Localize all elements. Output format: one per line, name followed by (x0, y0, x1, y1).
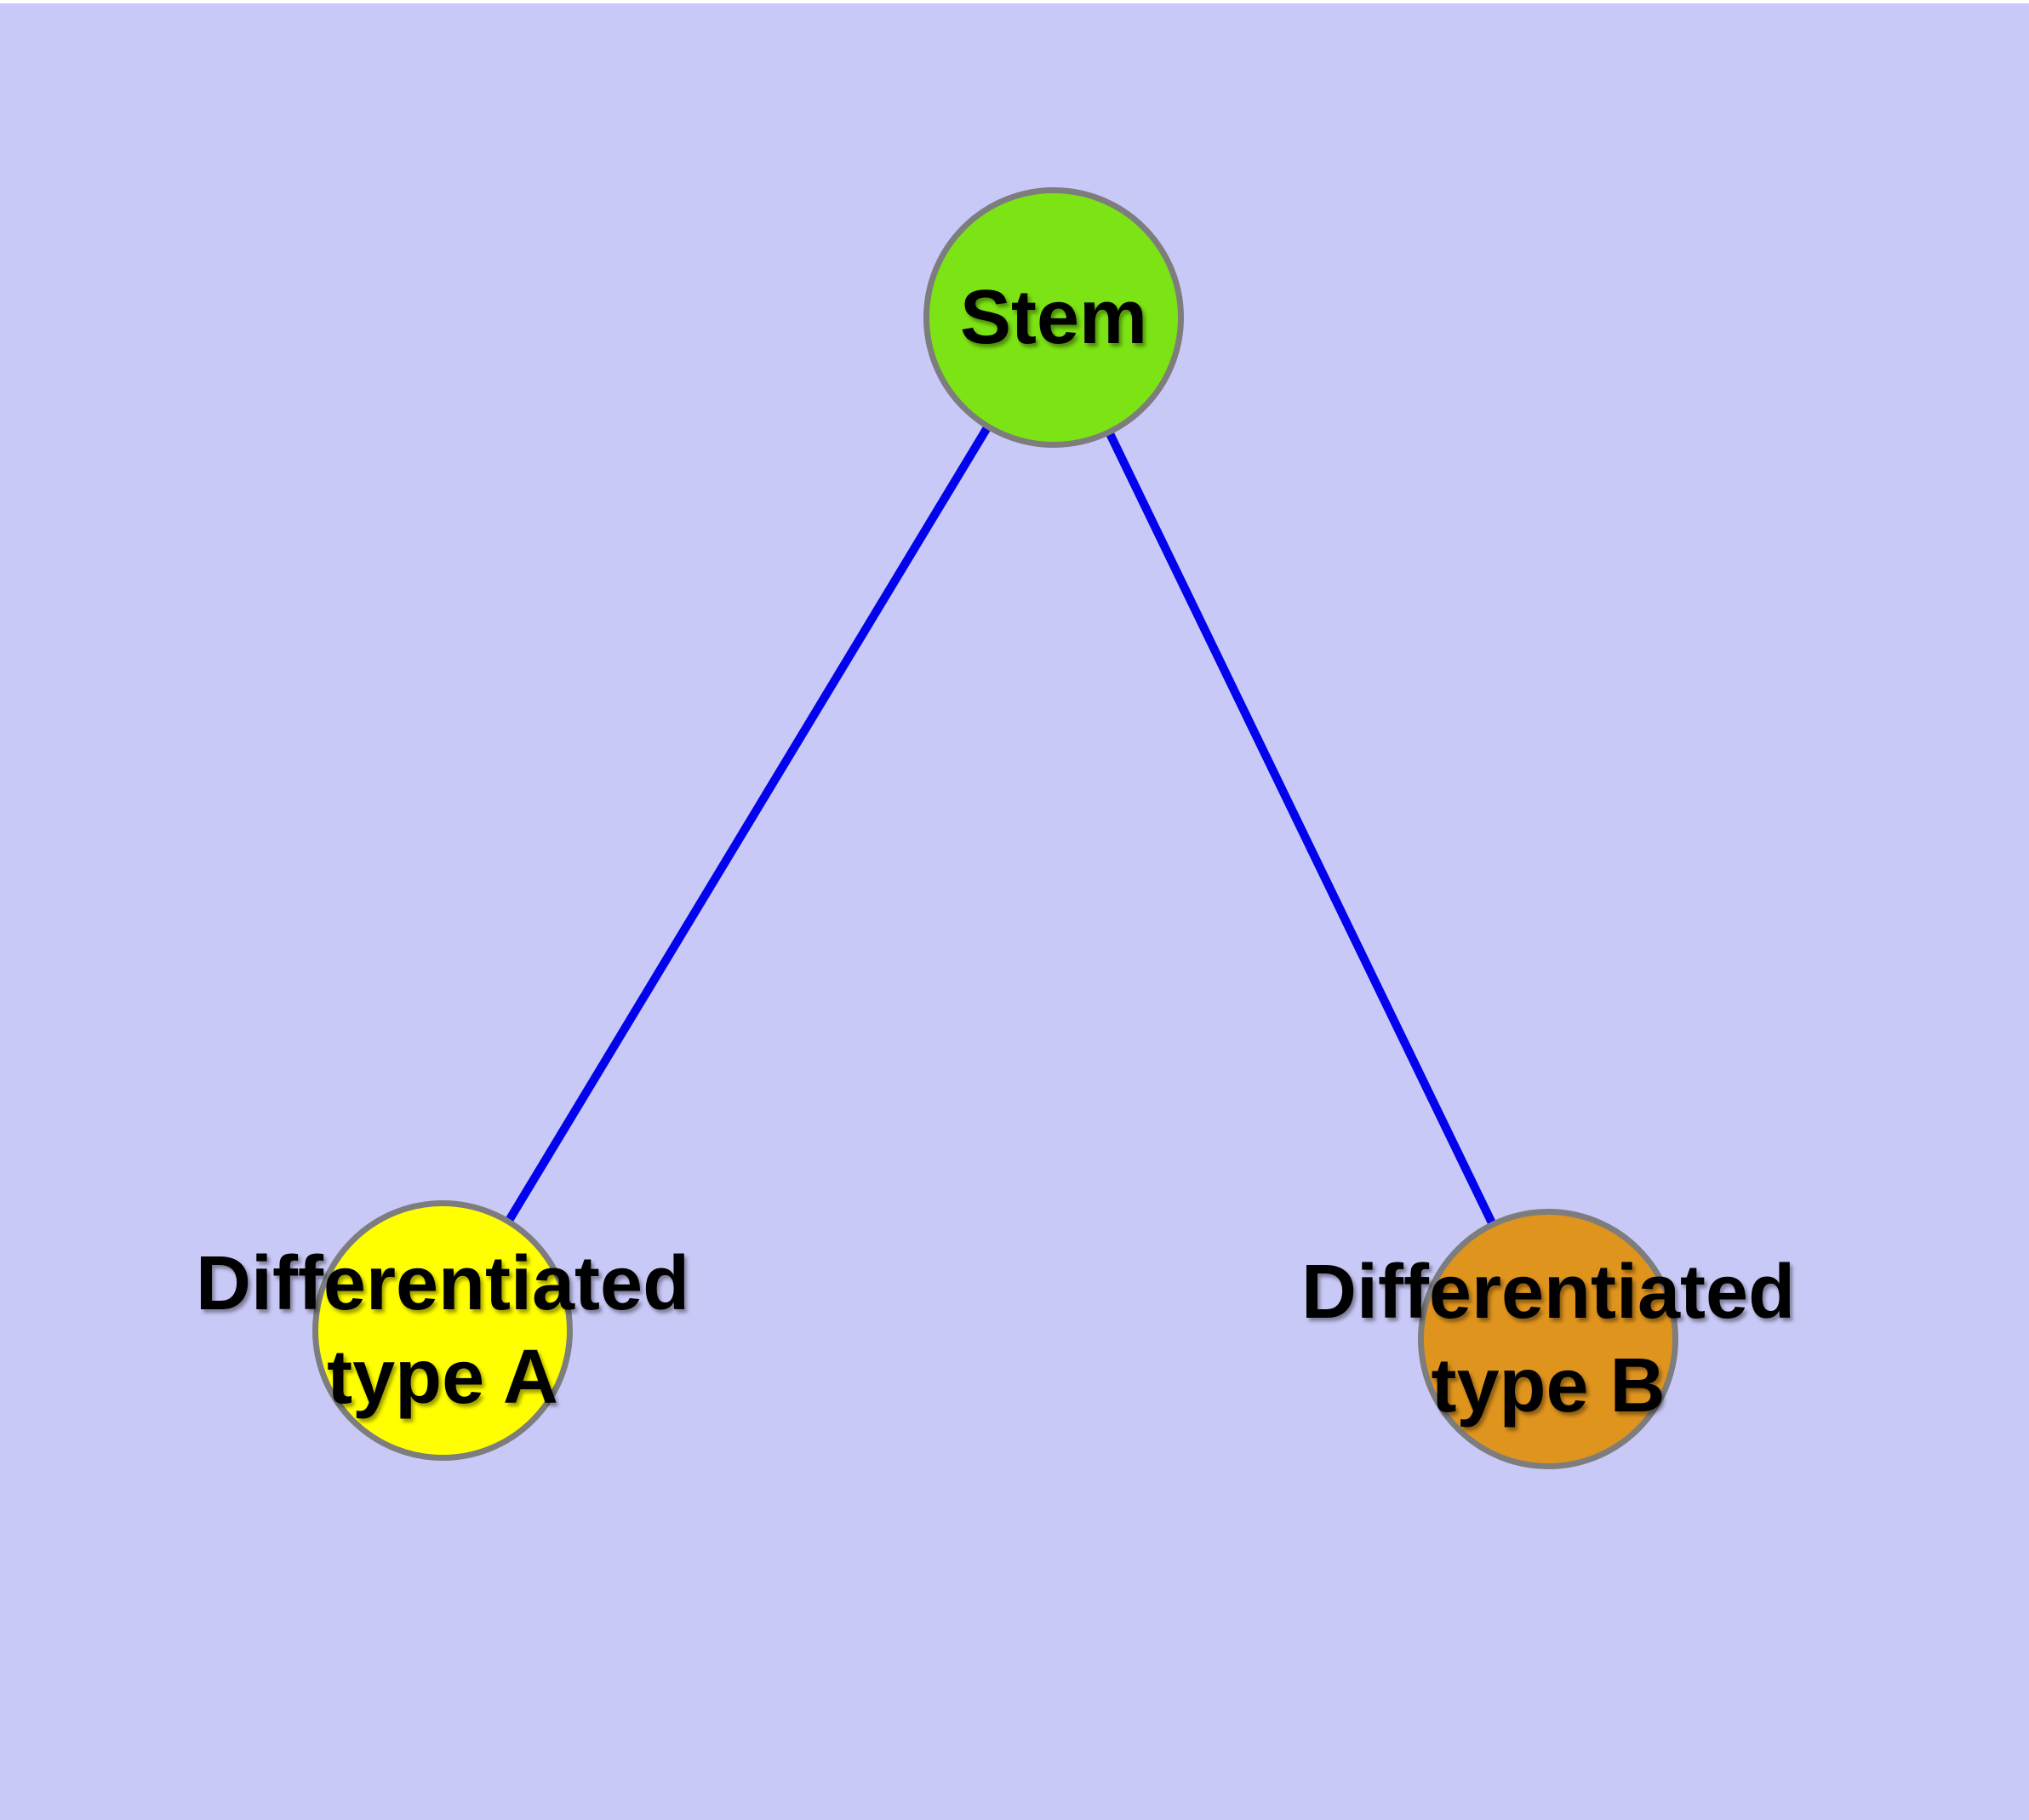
node-type-a-label-line2: type A (327, 1335, 558, 1420)
node-type-b-label-line1: Differentiated (1300, 1250, 1796, 1335)
node-stem-label: Stem (959, 275, 1148, 360)
edge-stem-to-type-a (438, 315, 1058, 1333)
node-stem: Stem (923, 187, 1184, 448)
node-differentiated-type-a: Differentiated type A (196, 1200, 689, 1461)
node-type-b-label-line2: type B (1431, 1343, 1666, 1428)
node-differentiated-type-b: Differentiated type B (1301, 1209, 1795, 1469)
node-type-a-label-line1: Differentiated (195, 1241, 690, 1326)
diagram-canvas: Stem Differentiated type A Differentiate… (0, 3, 2029, 1820)
edge-stem-to-type-b (1049, 315, 1552, 1342)
